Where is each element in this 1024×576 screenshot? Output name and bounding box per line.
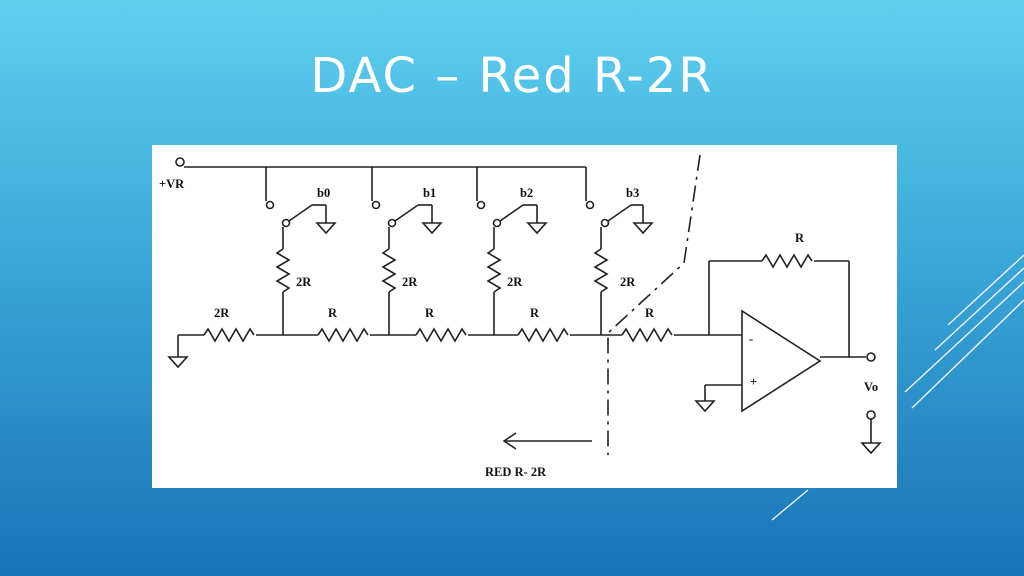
supply-label: +VR (159, 177, 185, 191)
leg-resistor-label-1: 2R (402, 275, 418, 289)
resistor-2r-0 (275, 248, 291, 293)
supply-terminal (175, 157, 185, 167)
output-label: Vo (864, 380, 878, 394)
ground-icon (694, 400, 716, 413)
bit-leg-3: b3 2R (585, 167, 654, 335)
ladder-rail: 2R R R R R (167, 306, 709, 369)
ground-icon (860, 442, 882, 455)
switch-b2 (499, 204, 524, 222)
ground-icon (526, 222, 548, 235)
opamp-inverting-label: - (749, 332, 753, 346)
bit-leg-1: b1 2R (371, 167, 443, 335)
resistor-r-3 (621, 327, 673, 343)
ground-icon (167, 356, 189, 369)
slide-title: DAC – Red R-2R (310, 48, 714, 104)
termination-resistor-label: 2R (214, 306, 230, 320)
leg-resistor-label-2: 2R (507, 275, 523, 289)
series-resistor-label-3: R (645, 306, 655, 320)
feedback-resistor-label: R (795, 231, 805, 245)
ground-icon (421, 222, 443, 235)
circuit-diagram: +VR b0 2R b1 2R b2 (152, 145, 897, 488)
resistor-2r-termination (203, 327, 255, 343)
switch-label-b3: b3 (626, 186, 639, 200)
series-resistor-label-0: R (328, 306, 338, 320)
series-resistor-label-2: R (530, 306, 540, 320)
network-arrow (502, 432, 592, 450)
output-ground-terminal (866, 410, 876, 420)
ground-icon (315, 222, 337, 235)
switch-b1 (394, 204, 419, 222)
network-label: RED R- 2R (485, 465, 547, 479)
switch-label-b1: b1 (423, 186, 436, 200)
switch-b0 (288, 204, 313, 222)
resistor-r-1 (415, 327, 467, 343)
resistor-r-feedback (761, 253, 813, 269)
switch-b3 (607, 204, 632, 222)
network-boundary-line (607, 154, 701, 455)
switch-label-b0: b0 (317, 186, 330, 200)
leg-resistor-label-3: 2R (620, 275, 636, 289)
output-terminal (866, 352, 876, 362)
op-amp: - + R Vo (694, 231, 882, 455)
bit-leg-2: b2 2R (476, 167, 548, 335)
ground-icon (632, 222, 654, 235)
resistor-2r-1 (381, 248, 397, 293)
bit-leg-0: b0 2R (265, 167, 337, 335)
series-resistor-label-1: R (425, 306, 435, 320)
resistor-r-0 (317, 327, 369, 343)
resistor-2r-3 (593, 248, 609, 293)
resistor-2r-2 (486, 248, 502, 293)
switch-label-b2: b2 (520, 186, 533, 200)
opamp-noninverting-label: + (750, 375, 757, 389)
leg-resistor-label-0: 2R (296, 275, 312, 289)
resistor-r-2 (517, 327, 569, 343)
